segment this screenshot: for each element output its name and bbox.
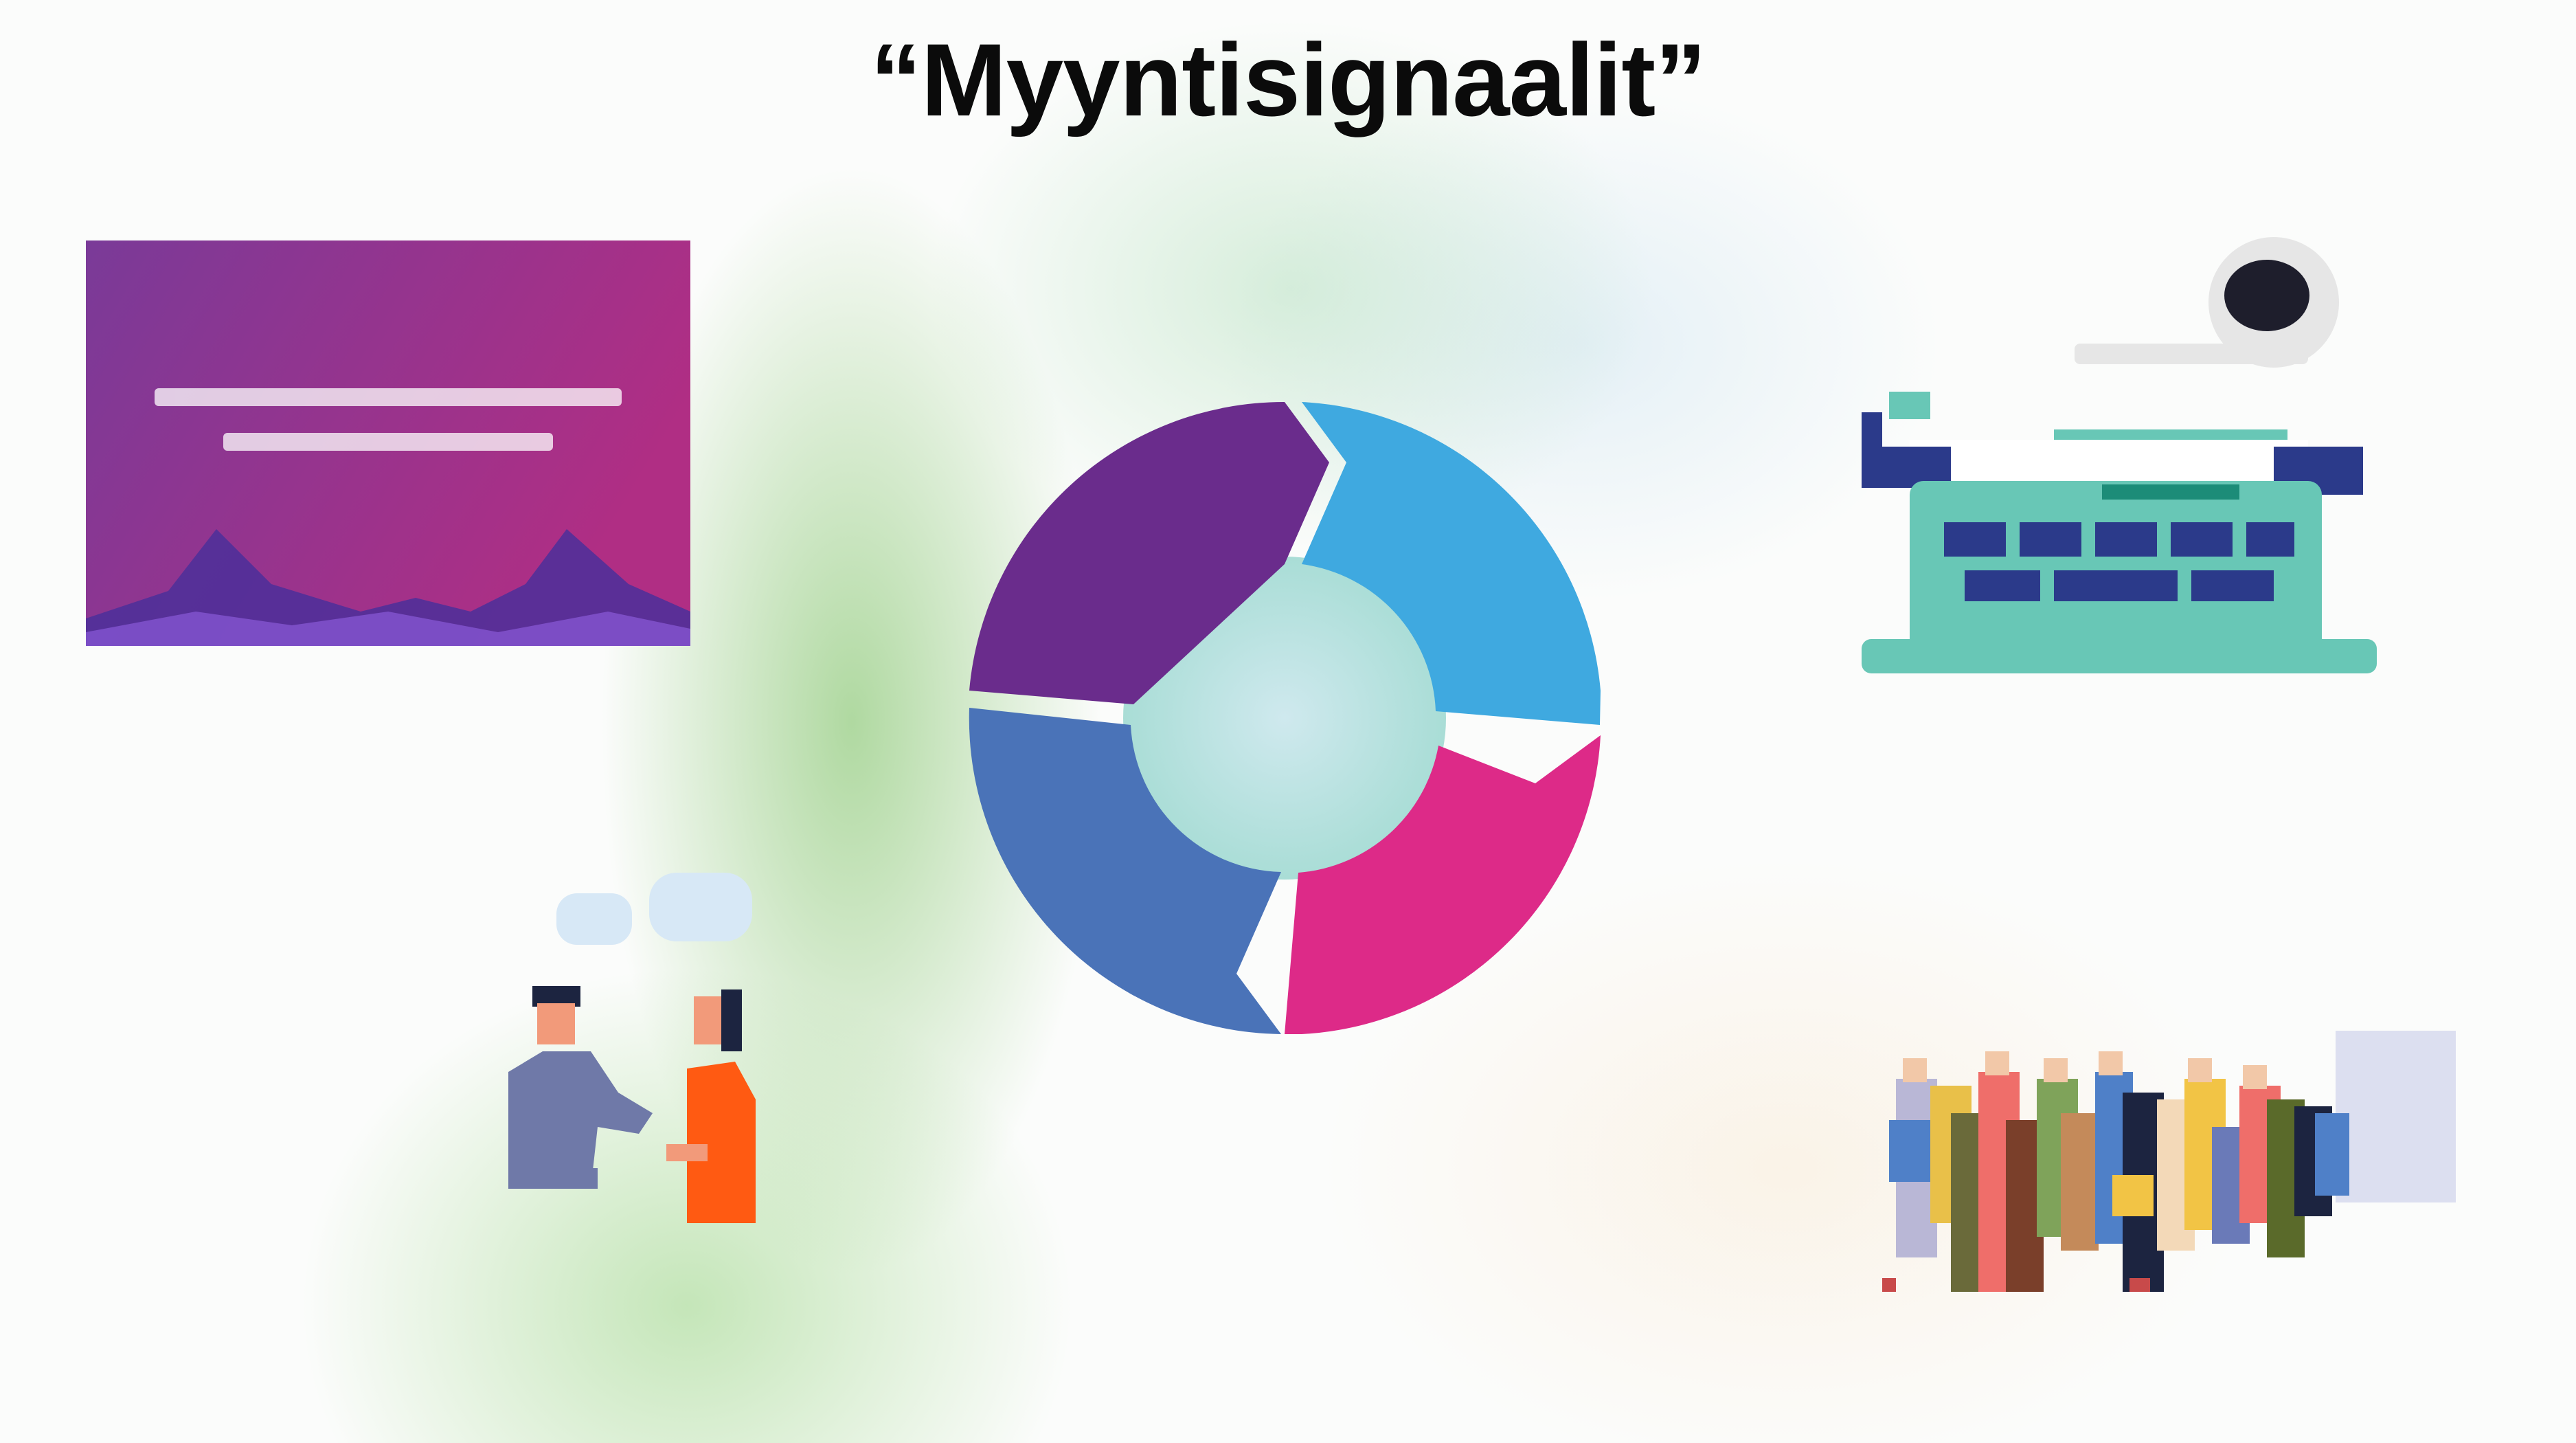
page-title: “Myyntisignaalit”	[870, 22, 1707, 137]
purple-card-image	[86, 240, 690, 646]
cycle-segment-purple	[969, 401, 1329, 704]
cycle-diagram	[969, 401, 1601, 1034]
cycle-segment-blue	[1302, 402, 1601, 725]
crowd-illustration	[1882, 1031, 2456, 1292]
cycle-segment-pink	[1285, 735, 1601, 1034]
typewriter-illustration	[1862, 237, 2377, 673]
cycle-segment-indigo	[969, 708, 1281, 1034]
conversation-illustration	[508, 873, 756, 1223]
